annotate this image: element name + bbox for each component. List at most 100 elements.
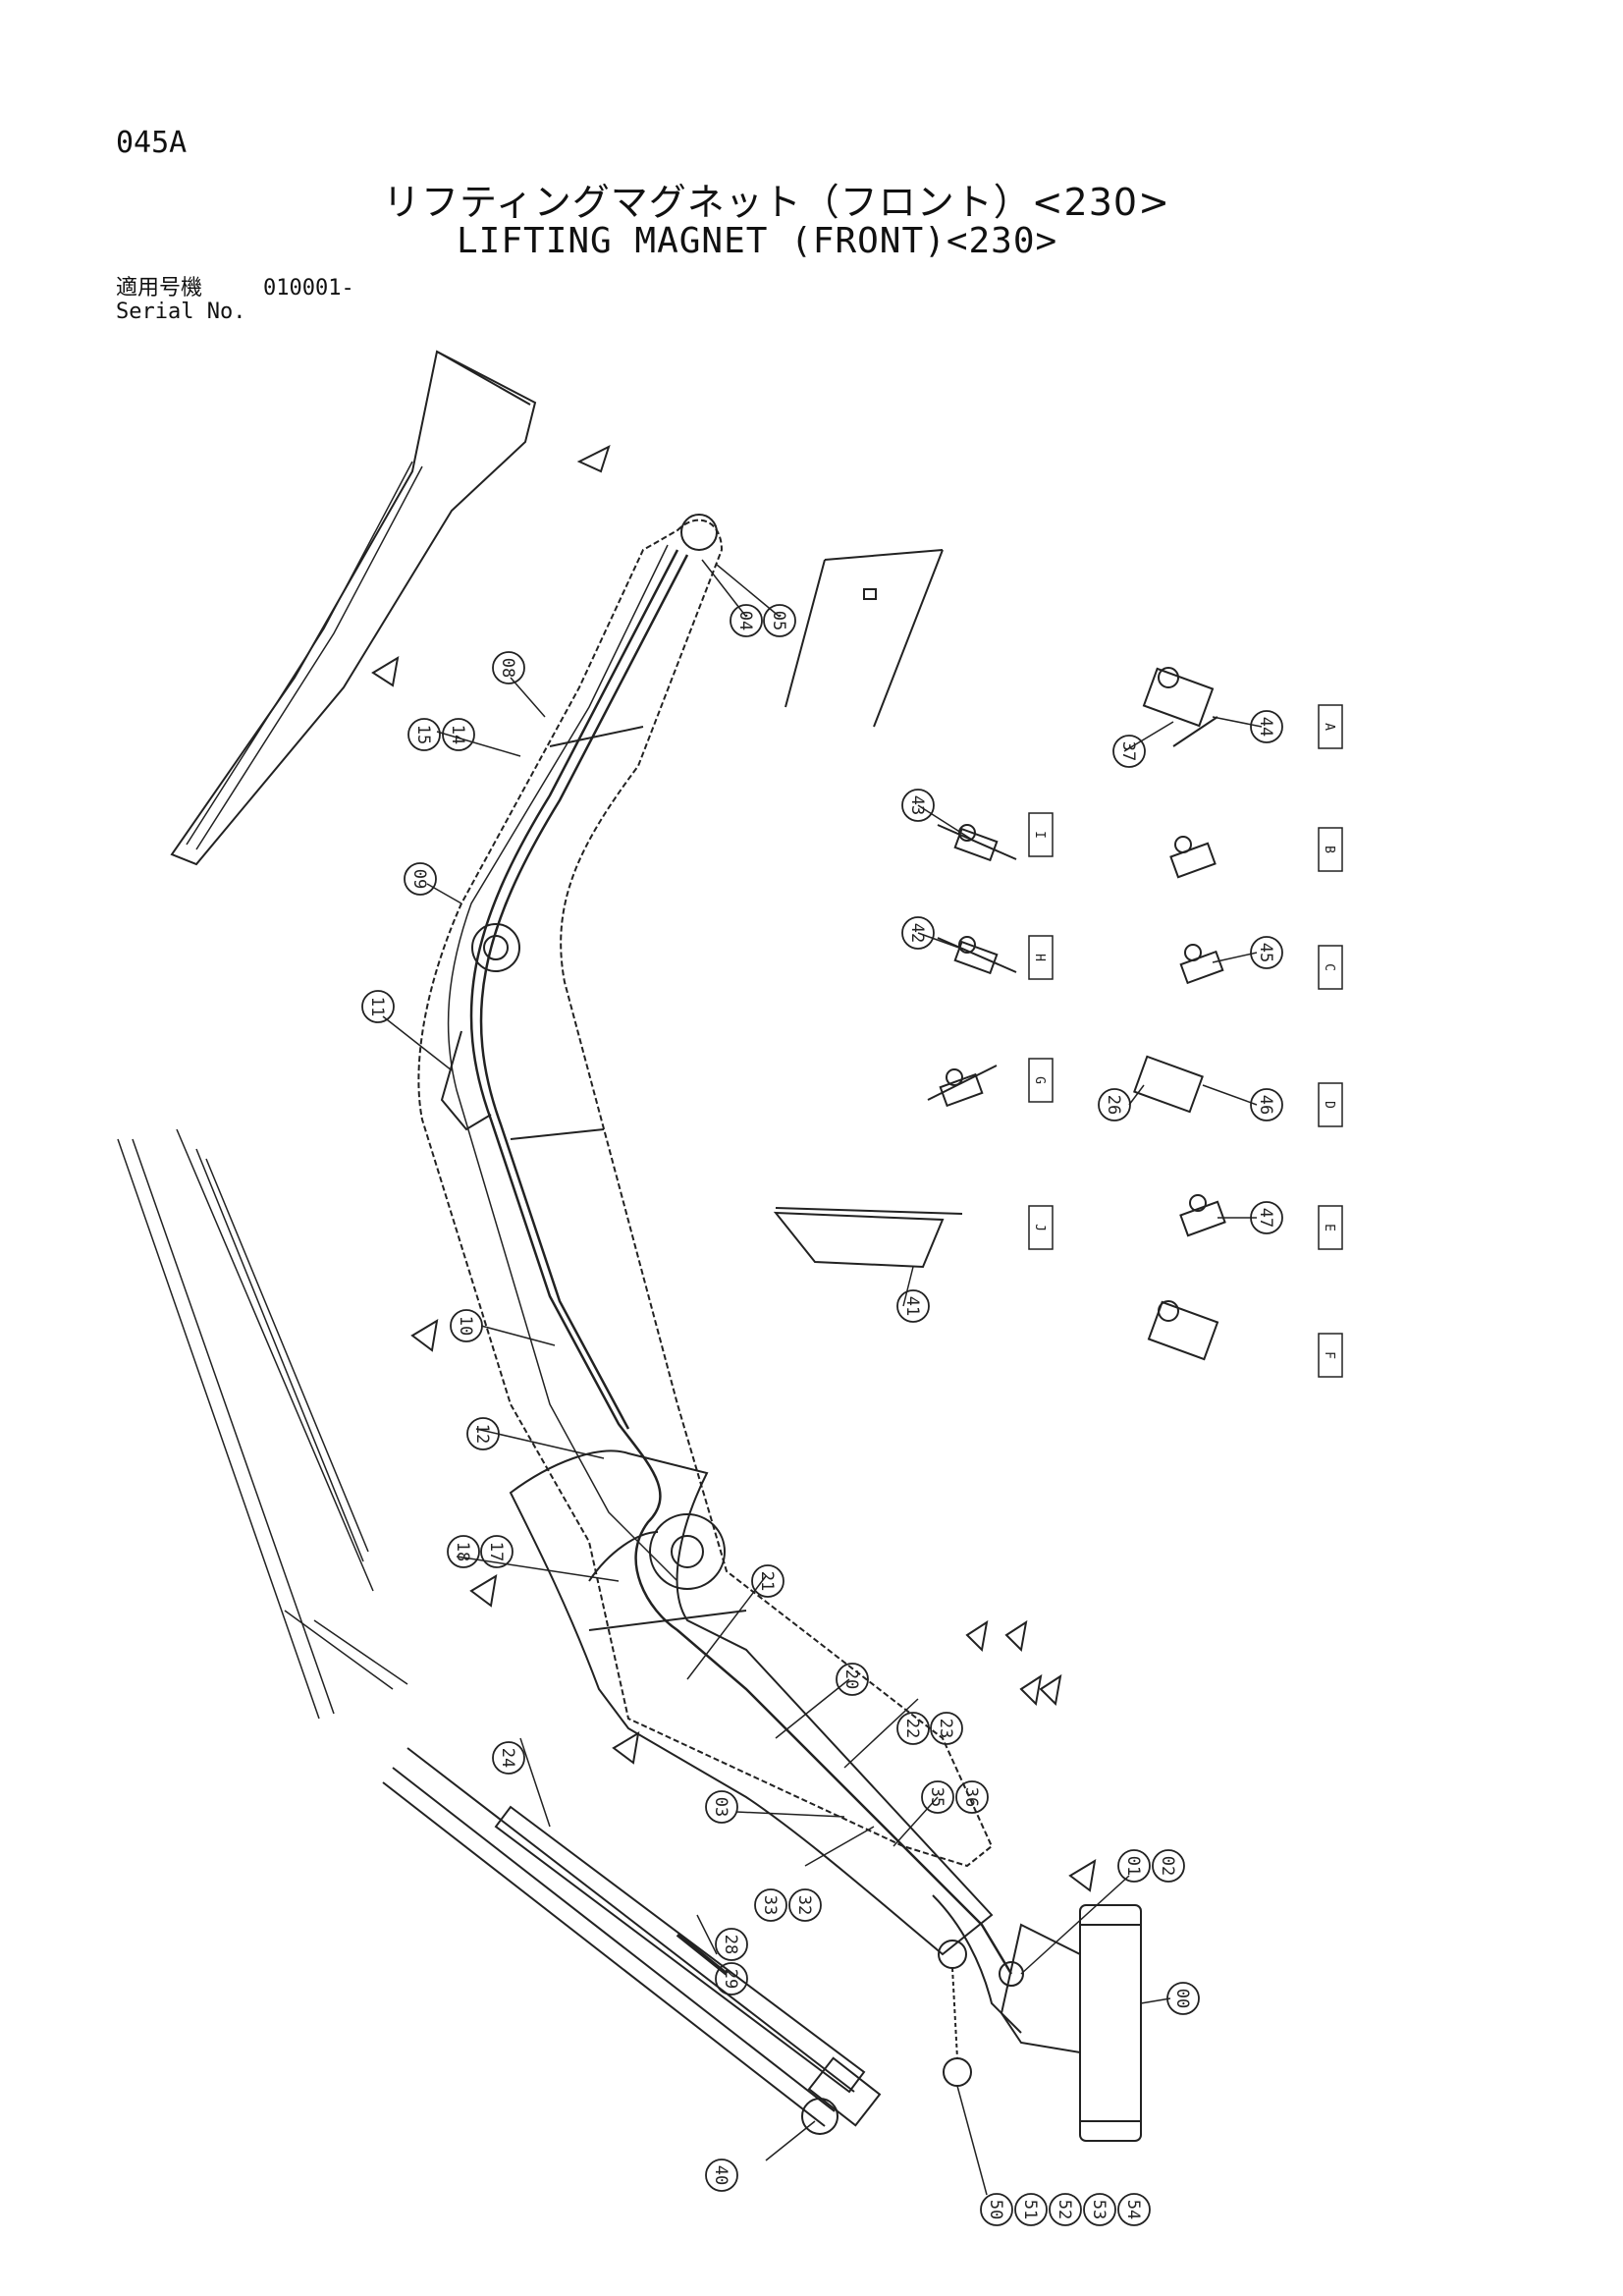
svg-text:15: 15	[413, 725, 433, 744]
svg-text:24: 24	[498, 1748, 517, 1768]
svg-text:29: 29	[721, 1969, 740, 1989]
callout-11: 11	[361, 990, 395, 1023]
section-label-j: J	[1028, 1205, 1054, 1250]
svg-text:J: J	[1032, 1224, 1047, 1231]
clamp-details	[927, 667, 1226, 1361]
arm-cylinder-detail	[382, 1747, 882, 2135]
svg-text:02: 02	[1158, 1856, 1177, 1876]
clamp-section-i-view	[937, 824, 1017, 862]
svg-text:01: 01	[1123, 1856, 1143, 1876]
section-label-a: A	[1318, 704, 1343, 749]
svg-text:36: 36	[961, 1787, 981, 1807]
svg-text:35: 35	[927, 1787, 947, 1807]
callout-24: 24	[492, 1741, 525, 1775]
svg-text:23: 23	[936, 1719, 955, 1738]
callout-47: 47	[1250, 1201, 1283, 1234]
svg-text:52: 52	[1055, 2200, 1074, 2219]
svg-text:04: 04	[735, 611, 755, 630]
svg-text:17: 17	[486, 1542, 506, 1561]
callout-01: 01	[1117, 1849, 1151, 1883]
callout-37: 37	[1112, 735, 1146, 768]
svg-text:F: F	[1322, 1351, 1336, 1359]
callout-09: 09	[404, 862, 437, 896]
section-j-part	[773, 1207, 963, 1269]
callout-12: 12	[466, 1417, 500, 1450]
svg-text:C: C	[1322, 963, 1336, 971]
clamp-section-f-view	[1147, 1300, 1219, 1361]
svg-text:B: B	[1322, 846, 1336, 853]
serial-value: 010001-	[263, 276, 354, 301]
view-arrows	[371, 445, 1097, 1892]
svg-text:43: 43	[907, 795, 927, 815]
callout-42: 42	[901, 916, 935, 950]
callout-53: 53	[1083, 2193, 1116, 2226]
title-english: LIFTING MAGNET (FRONT)<230>	[457, 221, 1058, 261]
arm-fragment-top-left	[170, 350, 537, 866]
section-label-h: H	[1028, 935, 1054, 980]
svg-text:14: 14	[448, 725, 467, 744]
callout-17: 17	[480, 1535, 514, 1568]
callout-03: 03	[705, 1790, 738, 1824]
section-labels: A B C D E F G H I J	[1028, 704, 1343, 1378]
pipe-strip-side-view	[117, 1128, 408, 1720]
section-label-c: C	[1318, 945, 1343, 990]
callout-23: 23	[930, 1712, 963, 1745]
svg-text:51: 51	[1020, 2200, 1040, 2219]
svg-text:18: 18	[453, 1542, 472, 1561]
svg-text:33: 33	[760, 1895, 780, 1915]
svg-text:54: 54	[1123, 2200, 1143, 2219]
svg-text:12: 12	[472, 1424, 492, 1444]
clamp-section-c-view	[1179, 944, 1224, 985]
svg-text:H: H	[1032, 954, 1047, 961]
callout-52: 52	[1049, 2193, 1082, 2226]
callout-00: 00	[1166, 1982, 1200, 2015]
callout-26: 26	[1098, 1088, 1131, 1121]
svg-text:I: I	[1032, 831, 1047, 839]
svg-text:32: 32	[794, 1895, 814, 1915]
section-label-f: F	[1318, 1333, 1343, 1378]
clamp-section-b-view	[1169, 836, 1217, 879]
clamp-section-a-view	[1142, 667, 1218, 747]
svg-text:10: 10	[456, 1316, 475, 1336]
title-japanese: リフティングマグネット（フロント）<230>	[383, 181, 1170, 224]
callout-14: 14	[442, 718, 475, 751]
svg-text:G: G	[1032, 1076, 1047, 1084]
svg-text:22: 22	[902, 1719, 922, 1738]
serial-label-english: Serial No.	[116, 300, 246, 324]
svg-text:40: 40	[711, 2165, 730, 2185]
section-label-i: I	[1028, 812, 1054, 857]
svg-text:46: 46	[1256, 1095, 1275, 1115]
callout-41: 41	[896, 1289, 930, 1323]
callout-36: 36	[955, 1780, 989, 1814]
svg-text:05: 05	[769, 611, 788, 630]
svg-text:09: 09	[409, 869, 429, 889]
callout-28: 28	[715, 1928, 748, 1961]
section-label-e: E	[1318, 1205, 1343, 1250]
page-code: 045A	[116, 126, 188, 160]
callout-54: 54	[1117, 2193, 1151, 2226]
clamp-section-e-view	[1179, 1194, 1226, 1237]
svg-text:44: 44	[1256, 717, 1275, 737]
svg-text:47: 47	[1256, 1208, 1275, 1228]
section-label-b: B	[1318, 827, 1343, 872]
callout-04: 04	[730, 604, 763, 637]
callout-22: 22	[896, 1712, 930, 1745]
svg-text:28: 28	[721, 1935, 740, 1954]
section-label-g: G	[1028, 1058, 1054, 1103]
callout-33: 33	[754, 1888, 787, 1922]
arm-outline-lower	[509, 1449, 994, 1956]
svg-text:03: 03	[711, 1797, 730, 1817]
callout-40: 40	[705, 2159, 738, 2192]
callout-35: 35	[921, 1780, 954, 1814]
svg-text:42: 42	[907, 923, 927, 943]
callout-02: 02	[1152, 1849, 1185, 1883]
hose-routing	[469, 549, 1013, 1975]
callout-44: 44	[1250, 710, 1283, 743]
lifting-magnet	[932, 1894, 1142, 2142]
callout-29: 29	[715, 1962, 748, 1995]
svg-text:A: A	[1322, 723, 1336, 731]
arm-detail-top-center	[784, 549, 944, 728]
svg-text:E: E	[1322, 1224, 1336, 1231]
